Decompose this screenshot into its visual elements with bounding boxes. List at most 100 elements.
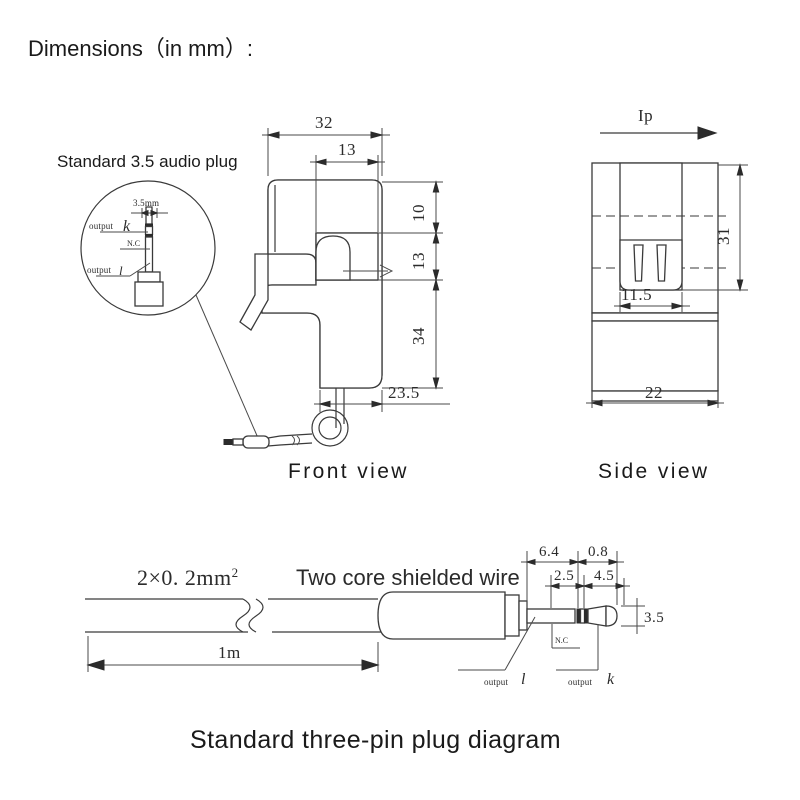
dim34-arrow-top — [432, 278, 440, 291]
dim1m-arrow-left — [86, 659, 105, 671]
plug-diagram-ring-gap — [579, 608, 586, 624]
detail-leader-line — [195, 294, 259, 439]
plug-diagram-group: 2×0. 2mm2 Two core shielded wire 1m — [85, 544, 664, 754]
side-view-jaw-block — [619, 239, 683, 291]
dim235-arrow-left — [318, 400, 331, 408]
dim64-arrow-left — [525, 558, 536, 566]
dim-body-width: 23.5 — [388, 383, 420, 402]
plug-diagram-shaft — [526, 608, 576, 624]
dim45-arrow-left — [582, 582, 593, 590]
plug-ring-segment — [144, 225, 154, 236]
dim64-arrow-right — [569, 558, 580, 566]
dim-cable-length: 1m — [218, 643, 241, 662]
plug-diagram-label-output-l-prefix: output — [484, 677, 509, 687]
side-view-current-label: Ip — [638, 106, 653, 125]
plug-diagram-label-output-k-symbol: k — [607, 671, 615, 688]
side-view-lower-body — [591, 320, 719, 392]
dim10-arrow-top — [432, 180, 440, 193]
front-view-lever-arm — [239, 253, 269, 331]
dim115-arrow-right — [671, 302, 684, 310]
plug-diagram-label-output-l-symbol: l — [521, 671, 526, 688]
dim31-arrow-top — [736, 163, 744, 176]
dim-top-height: 10 — [409, 204, 428, 222]
dim22-arrow-right — [707, 399, 720, 407]
cable-break-2 — [248, 598, 264, 633]
dim31-arrow-bottom — [736, 279, 744, 292]
dim45-arrow-right — [615, 582, 626, 590]
front-view-cable-break-1 — [291, 435, 295, 446]
front-view-cable-top — [267, 433, 313, 439]
dim-body-height: 34 — [409, 327, 428, 345]
plug-diagram-label-nc: N.C — [555, 636, 568, 645]
dim13v-arrow-top — [432, 231, 440, 244]
dim13w-arrow-right — [367, 158, 380, 166]
dim22-arrow-left — [590, 399, 603, 407]
dim1m-arrow-right — [361, 659, 380, 671]
plug-diagram-collar — [518, 600, 528, 631]
plug-collar — [137, 271, 161, 283]
dim235-arrow-right — [371, 400, 384, 408]
dim-side-jaw-width: 11.5 — [621, 285, 652, 304]
dim10-arrow-bottom — [432, 222, 440, 235]
dim-side-body-width: 22 — [645, 383, 663, 402]
dim13v-arrow-bottom — [432, 269, 440, 282]
plug-diagram-neck — [504, 594, 520, 637]
dim32-arrow-right — [370, 131, 384, 139]
detail-label-output-l-symbol: l — [119, 263, 123, 278]
detail-label-output-k-symbol: k — [123, 218, 131, 235]
dim-arrow-right — [150, 209, 159, 217]
plug-diagram-label-output-k-prefix: output — [568, 677, 593, 687]
side-view-slot-left — [633, 244, 644, 282]
plug-body — [134, 281, 164, 307]
detail-callout-title: Standard 3.5 audio plug — [57, 152, 238, 171]
page-title: Dimensions（in mm）: — [28, 36, 253, 61]
plug-diagram-caption: Standard three-pin plug diagram — [190, 726, 561, 754]
dim-side-height: 31 — [714, 227, 733, 245]
leader-output-l-diag — [504, 616, 536, 671]
front-view-core-arch — [315, 235, 351, 281]
front-view-mini-plug — [223, 435, 270, 449]
dim-arrow-left — [140, 209, 149, 217]
dim08-arrow-right — [608, 558, 619, 566]
side-view-current-arrow-head — [697, 126, 718, 140]
front-view-cable-loop-outer — [311, 409, 349, 447]
detail-plug-drawing: 3.5mm output k N.C output l — [87, 198, 168, 307]
dim-sleeve-len: 6.4 — [539, 544, 559, 560]
dim-jaw-height: 13 — [409, 252, 428, 270]
dim34-arrow-bottom — [432, 377, 440, 390]
dim25-arrow-left — [549, 582, 560, 590]
front-view-cable-loop-inner — [318, 416, 342, 440]
front-view-cable-bottom — [267, 442, 313, 447]
detail-label-output-l-prefix: output — [87, 265, 112, 275]
side-view-slot-right — [656, 244, 667, 282]
dim32-arrow-left — [266, 131, 280, 139]
plug-diagram-ring-body — [587, 605, 607, 627]
dim-tip-len: 0.8 — [588, 544, 608, 560]
wire-spec-sans: Two core shielded wire — [296, 565, 520, 590]
dim08-arrow-left — [576, 558, 587, 566]
detail-plug-width-label: 3.5mm — [133, 198, 159, 208]
front-view-group: 32 13 10 13 34 23.5 — [223, 113, 450, 483]
dim-ring-pos: 2.5 — [554, 568, 574, 584]
detail-label-nc: N.C — [127, 239, 140, 248]
cable-break-1 — [235, 598, 251, 633]
mini-plug-shaft — [232, 438, 244, 446]
detail-callout-group: Standard 3.5 audio plug — [57, 152, 259, 439]
dim-overall-width: 32 — [315, 113, 333, 132]
dim-plug-diameter: 3.5 — [644, 610, 664, 626]
mini-plug-tip — [223, 439, 230, 445]
side-view-seam-band — [591, 312, 719, 322]
plug-sleeve-shaft — [144, 236, 154, 273]
front-view-caption: Front view — [288, 460, 409, 483]
front-view-jaw-arrow-head — [379, 264, 394, 278]
plug-diagram-body — [377, 591, 506, 640]
side-view-caption: Side view — [598, 460, 709, 483]
detail-circle — [80, 180, 216, 316]
front-view-cable-break-2 — [296, 435, 300, 446]
dim25-arrow-right — [575, 582, 586, 590]
side-view-group: Ip 31 11.5 — [586, 106, 748, 483]
dim-tip-pos: 4.5 — [594, 568, 614, 584]
dim115-arrow-left — [618, 302, 631, 310]
mini-plug-body — [242, 435, 270, 449]
